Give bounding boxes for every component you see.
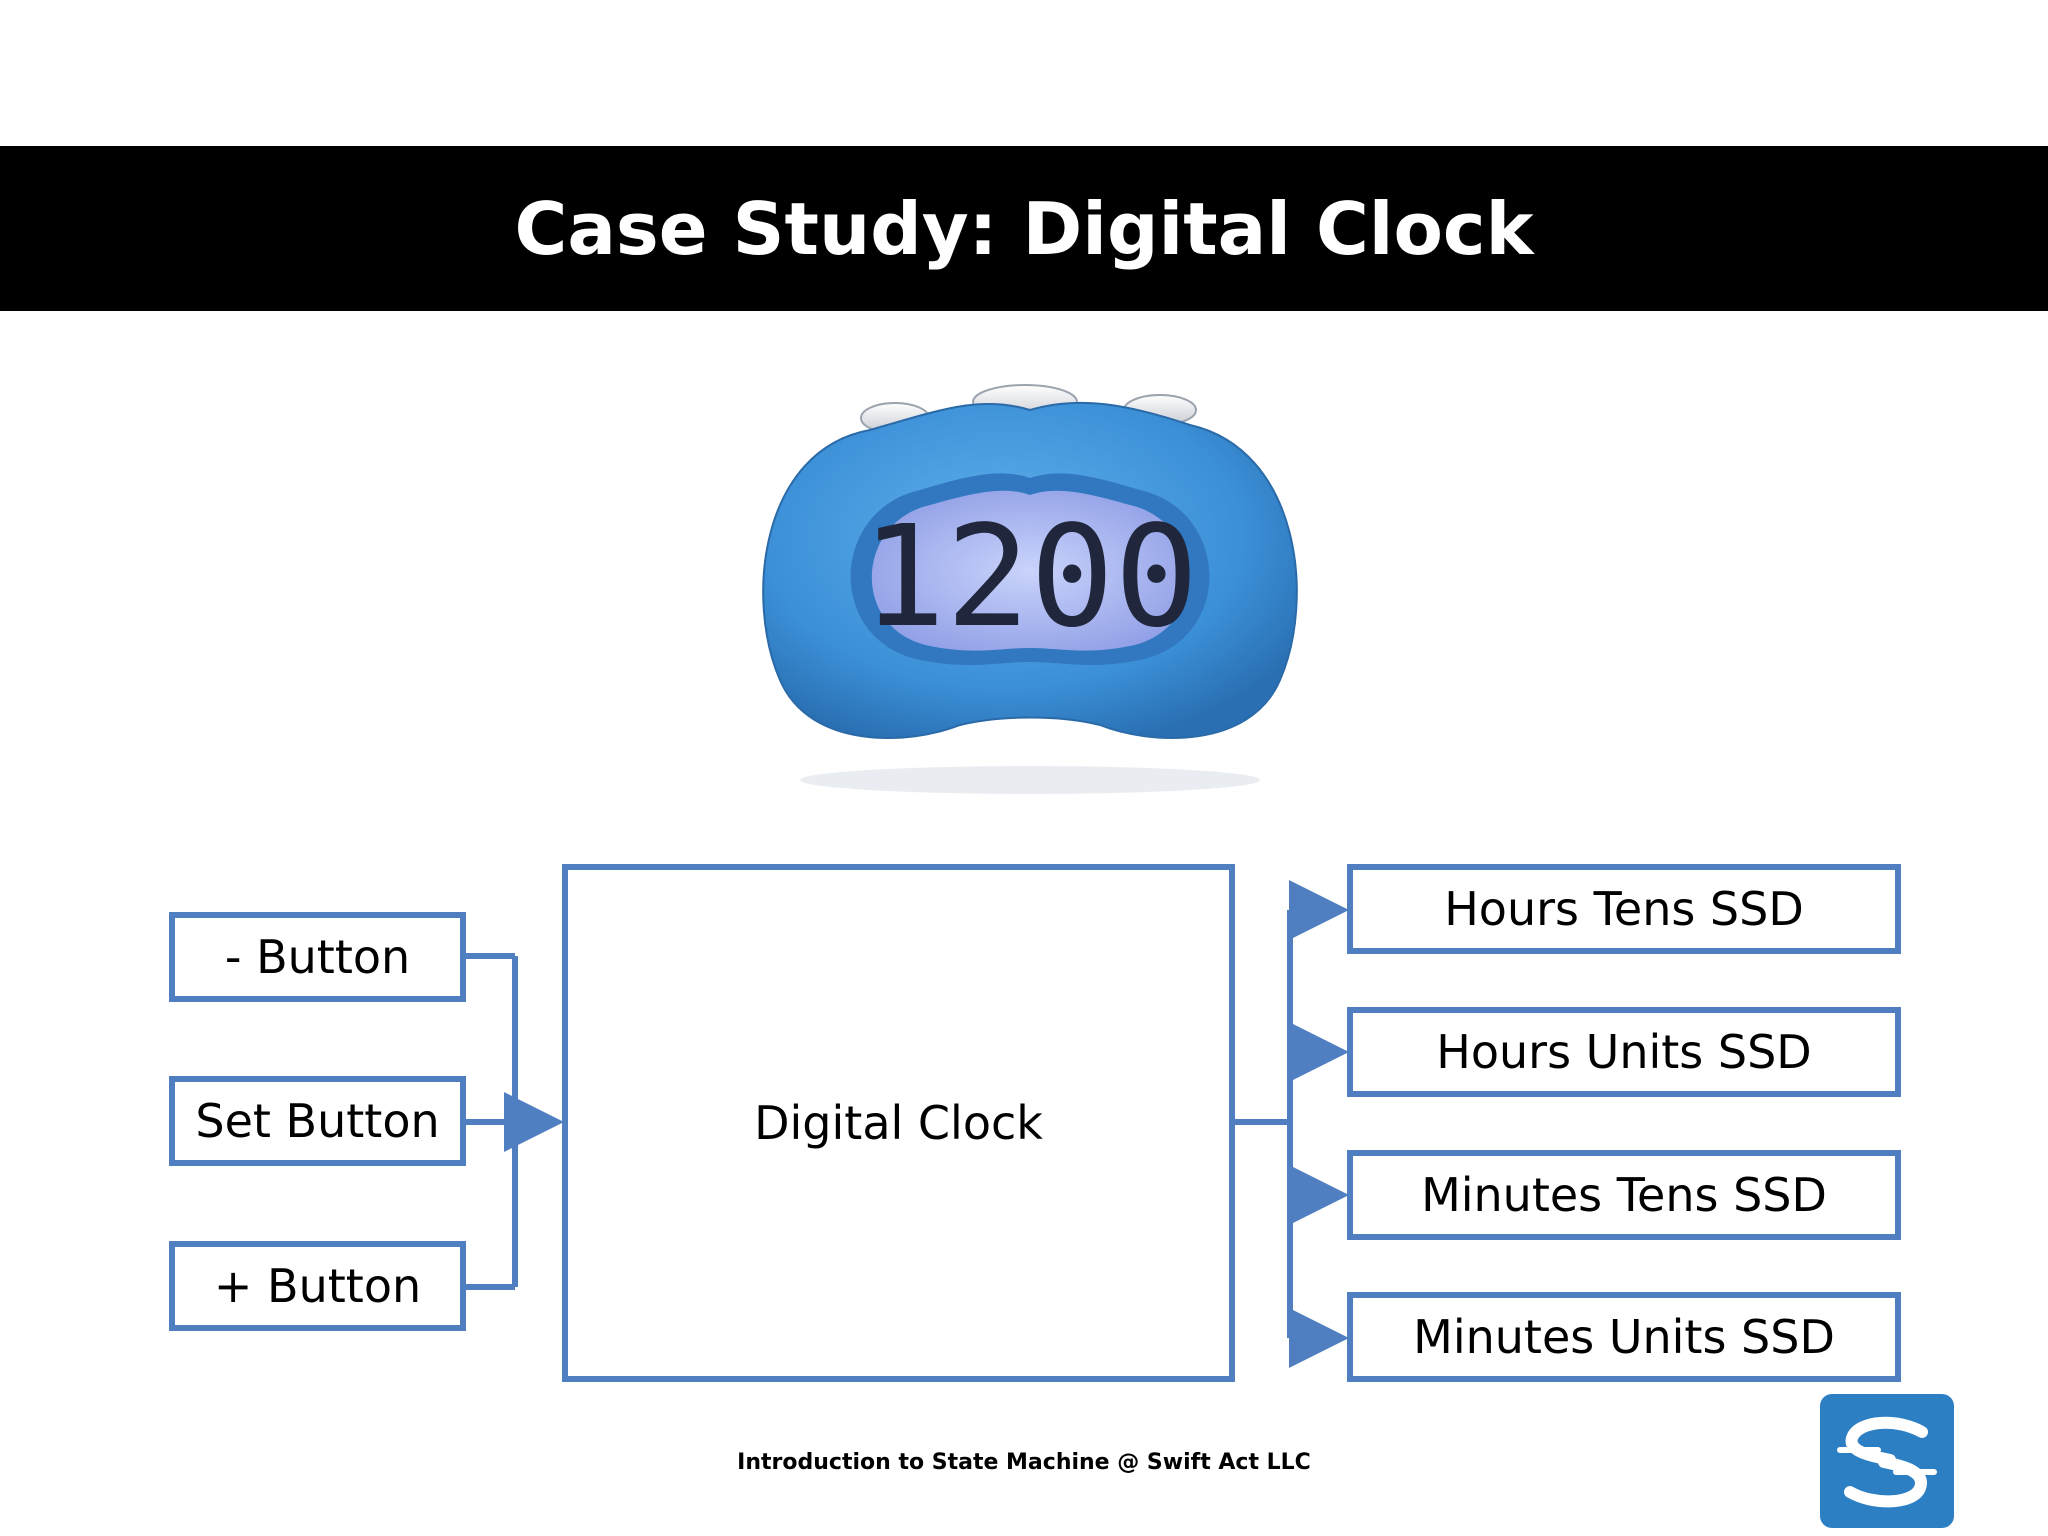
- plus-button-box: + Button: [169, 1241, 466, 1331]
- plus-button-label: + Button: [213, 1259, 422, 1313]
- minutes-tens-ssd-label: Minutes Tens SSD: [1421, 1168, 1827, 1222]
- set-button-box: Set Button: [169, 1076, 466, 1166]
- digital-clock-label: Digital Clock: [754, 1096, 1043, 1150]
- hours-units-ssd-box: Hours Units SSD: [1347, 1007, 1901, 1097]
- digital-clock-box: Digital Clock: [562, 864, 1235, 1382]
- digital-clock-image: 1200: [762, 384, 1298, 794]
- minutes-units-ssd-box: Minutes Units SSD: [1347, 1292, 1901, 1382]
- hours-tens-ssd-box: Hours Tens SSD: [1347, 864, 1901, 954]
- minutes-tens-ssd-box: Minutes Tens SSD: [1347, 1150, 1901, 1240]
- clock-digits: 1200: [861, 496, 1198, 659]
- minus-button-label: - Button: [224, 930, 411, 984]
- set-button-label: Set Button: [195, 1094, 440, 1148]
- footer-text: Introduction to State Machine @ Swift Ac…: [737, 1450, 1311, 1475]
- page-title: Case Study: Digital Clock: [514, 186, 1534, 271]
- minus-button-box: - Button: [169, 912, 466, 1002]
- title-bar: Case Study: Digital Clock: [0, 146, 2048, 311]
- hours-tens-ssd-label: Hours Tens SSD: [1444, 882, 1804, 936]
- minutes-units-ssd-label: Minutes Units SSD: [1413, 1310, 1835, 1364]
- hours-units-ssd-label: Hours Units SSD: [1436, 1025, 1812, 1079]
- swift-act-logo-icon: [1820, 1394, 1954, 1528]
